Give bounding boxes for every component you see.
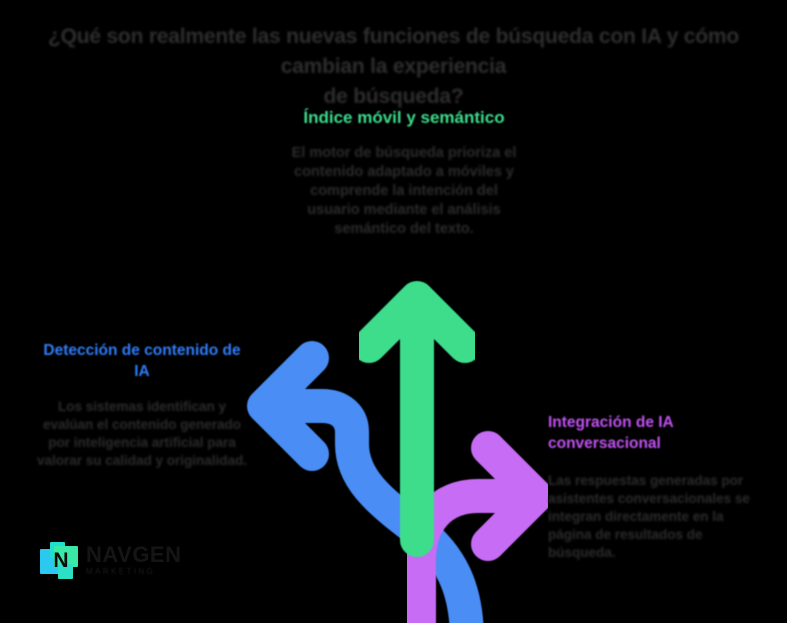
navgen-logo-tagline: MARKETING — [86, 566, 156, 576]
svg-text:N: N — [53, 549, 68, 572]
arrow-left — [247, 341, 484, 623]
section-indice-movil-semantico: Índice móvil y semántico El motor de bús… — [288, 106, 520, 239]
section-body-purple: Las respuestas generadas por asistentes … — [548, 473, 750, 560]
arrow-right — [402, 431, 553, 623]
arrow-up — [352, 281, 482, 557]
section-body-blue: Los sistemas identifican y evalúan el co… — [36, 399, 248, 468]
brand-logo: N NAVGEN MARKETING — [38, 536, 182, 584]
slide-title-line-2: de búsqueda? — [323, 85, 464, 108]
section-integracion-ia-conversacional: Integración de IA conversacional Las res… — [548, 412, 762, 562]
section-heading-purple: Integración de IA conversacional — [548, 414, 674, 452]
slide-title: ¿Qué son realmente las nuevas funciones … — [0, 22, 787, 112]
section-deteccion-contenido-ia: Detección de contenido de IA Los sistema… — [36, 340, 248, 470]
navgen-logo-wordmark: NAVGEN — [86, 541, 182, 567]
navgen-logo-text: NAVGEN MARKETING — [86, 541, 182, 577]
navgen-logo-icon: N — [38, 536, 86, 584]
section-heading-green: Índice móvil y semántico — [303, 108, 505, 127]
section-heading-blue: Detección de contenido de IA — [43, 342, 241, 380]
slide-title-line-1: ¿Qué son realmente las nuevas funciones … — [47, 25, 740, 78]
section-body-green: El motor de búsqueda prioriza el conteni… — [291, 145, 517, 237]
